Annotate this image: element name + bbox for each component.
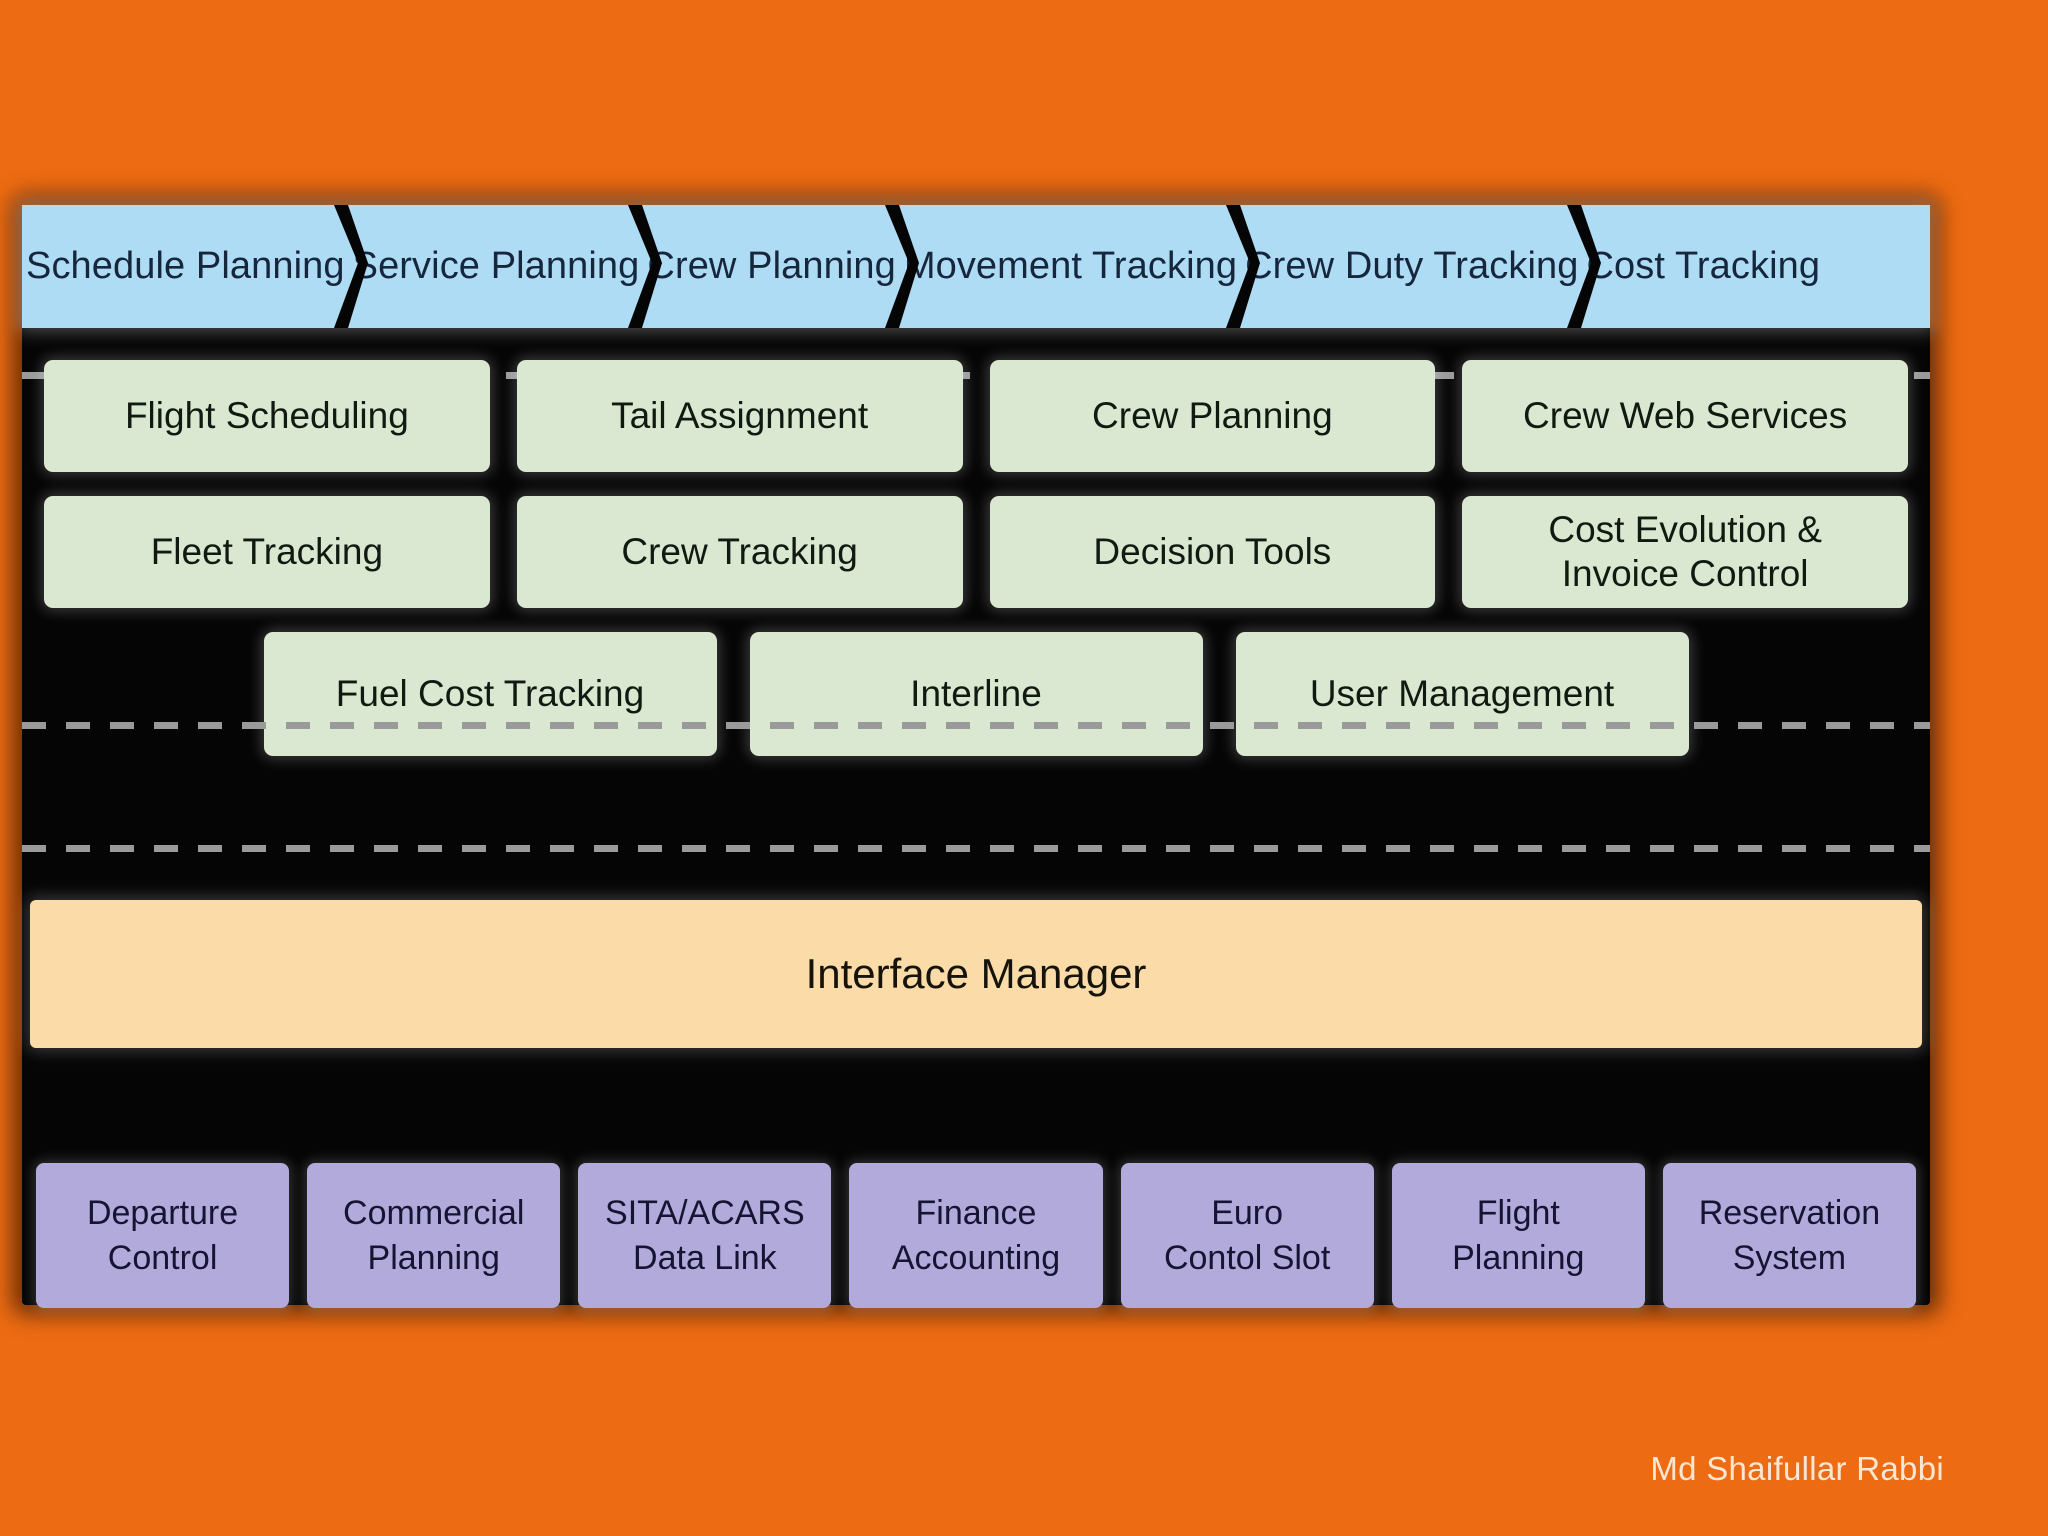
module-tail-assignment[interactable]: Tail Assignment [516,360,963,472]
external-label-line1: SITA/ACARS [605,1194,805,1233]
external-label-line2: Contol Slot [1163,1238,1331,1277]
external-system-sita-acars-data-link[interactable]: SITA/ACARS Data Link [578,1163,832,1308]
interface-manager-label: Interface Manager [805,950,1147,997]
modules-row-1: Flight Scheduling Tail Assignment Crew P… [44,360,1908,472]
dashed-divider-top [22,372,1930,379]
module-label: Crew Web Services [1523,395,1848,437]
phase-label: Crew Duty Tracking [1245,245,1579,287]
application-modules: Flight Scheduling Tail Assignment Crew P… [44,360,1908,780]
external-label-line2: Data Link [633,1238,777,1277]
module-label: Crew Tracking [621,531,858,573]
phase-movement-tracking[interactable]: Movement Tracking [900,205,1261,328]
external-label-line1: Reservation [1698,1194,1881,1233]
phase-crew-duty-tracking[interactable]: Crew Duty Tracking [1241,205,1602,328]
external-system-reservation-system[interactable]: Reservation System [1662,1163,1916,1308]
phase-label: Service Planning [352,245,640,287]
phase-label: Movement Tracking [903,245,1238,287]
module-label: Flight Scheduling [124,395,409,437]
modules-row-2: Fleet Tracking Crew Tracking Decision To… [44,496,1908,608]
phase-label: Schedule Planning [26,245,345,287]
module-label: Fuel Cost Tracking [335,673,645,715]
external-label-line2: Accounting [891,1238,1061,1277]
phase-label: Crew Planning [647,245,896,287]
external-label-line2: Control [107,1238,218,1277]
external-label-line1: Departure [86,1194,239,1233]
module-label: Tail Assignment [611,395,869,437]
external-label-line1: Flight [1476,1194,1560,1233]
module-fuel-cost-tracking[interactable]: Fuel Cost Tracking [263,632,717,756]
dashed-divider-bottom [22,845,1930,852]
dashed-divider-middle [22,722,1930,729]
architecture-panel: Schedule Planning Service Planning Crew … [22,205,1930,1308]
module-label: Interline [910,673,1042,715]
external-system-euro-control-slot[interactable]: Euro Contol Slot [1120,1163,1374,1308]
external-system-departure-control[interactable]: Departure Control [36,1163,290,1308]
module-crew-planning[interactable]: Crew Planning [989,360,1436,472]
module-label-line2: Invoice Control [1561,553,1809,594]
author-watermark: Md Shaifullar Rabbi [1650,1450,1944,1487]
external-label-line1: Commercial [343,1194,525,1233]
module-cost-evolution-invoice-control[interactable]: Cost Evolution & Invoice Control [1462,496,1908,608]
interface-manager-band[interactable]: Interface Manager [30,900,1922,1048]
process-phase-banner: Schedule Planning Service Planning Crew … [22,205,1930,328]
external-label-line2: Planning [367,1238,500,1277]
module-label: Decision Tools [1093,531,1332,573]
module-label: Crew Planning [1092,395,1333,437]
module-crew-web-services[interactable]: Crew Web Services [1462,360,1908,472]
phase-schedule-planning[interactable]: Schedule Planning [22,205,368,328]
external-label-line2: Planning [1452,1238,1585,1277]
external-label-line2: System [1732,1238,1847,1277]
phase-crew-planning[interactable]: Crew Planning [643,205,919,328]
module-fleet-tracking[interactable]: Fleet Tracking [44,496,490,608]
module-interline[interactable]: Interline [749,632,1203,756]
module-crew-tracking[interactable]: Crew Tracking [516,496,963,608]
module-user-management[interactable]: User Management [1235,632,1689,756]
external-system-finance-accounting[interactable]: Finance Accounting [849,1163,1103,1308]
phase-service-planning[interactable]: Service Planning [349,205,663,328]
module-flight-scheduling[interactable]: Flight Scheduling [44,360,490,472]
external-systems-row: Departure Control Commercial Planning SI… [36,1163,1916,1308]
module-decision-tools[interactable]: Decision Tools [989,496,1436,608]
module-label: Fleet Tracking [150,531,384,573]
modules-row-3: Fuel Cost Tracking Interline User Manage… [44,632,1908,756]
external-system-flight-planning[interactable]: Flight Planning [1391,1163,1645,1308]
external-label-line1: Finance [915,1194,1037,1233]
phase-label: Cost Tracking [1586,245,1821,287]
phase-cost-tracking[interactable]: Cost Tracking [1582,205,1824,328]
module-label: User Management [1309,673,1615,715]
module-label-line1: Cost Evolution & [1548,509,1822,551]
external-label-line1: Euro [1211,1194,1284,1233]
external-system-commercial-planning[interactable]: Commercial Planning [307,1163,561,1308]
